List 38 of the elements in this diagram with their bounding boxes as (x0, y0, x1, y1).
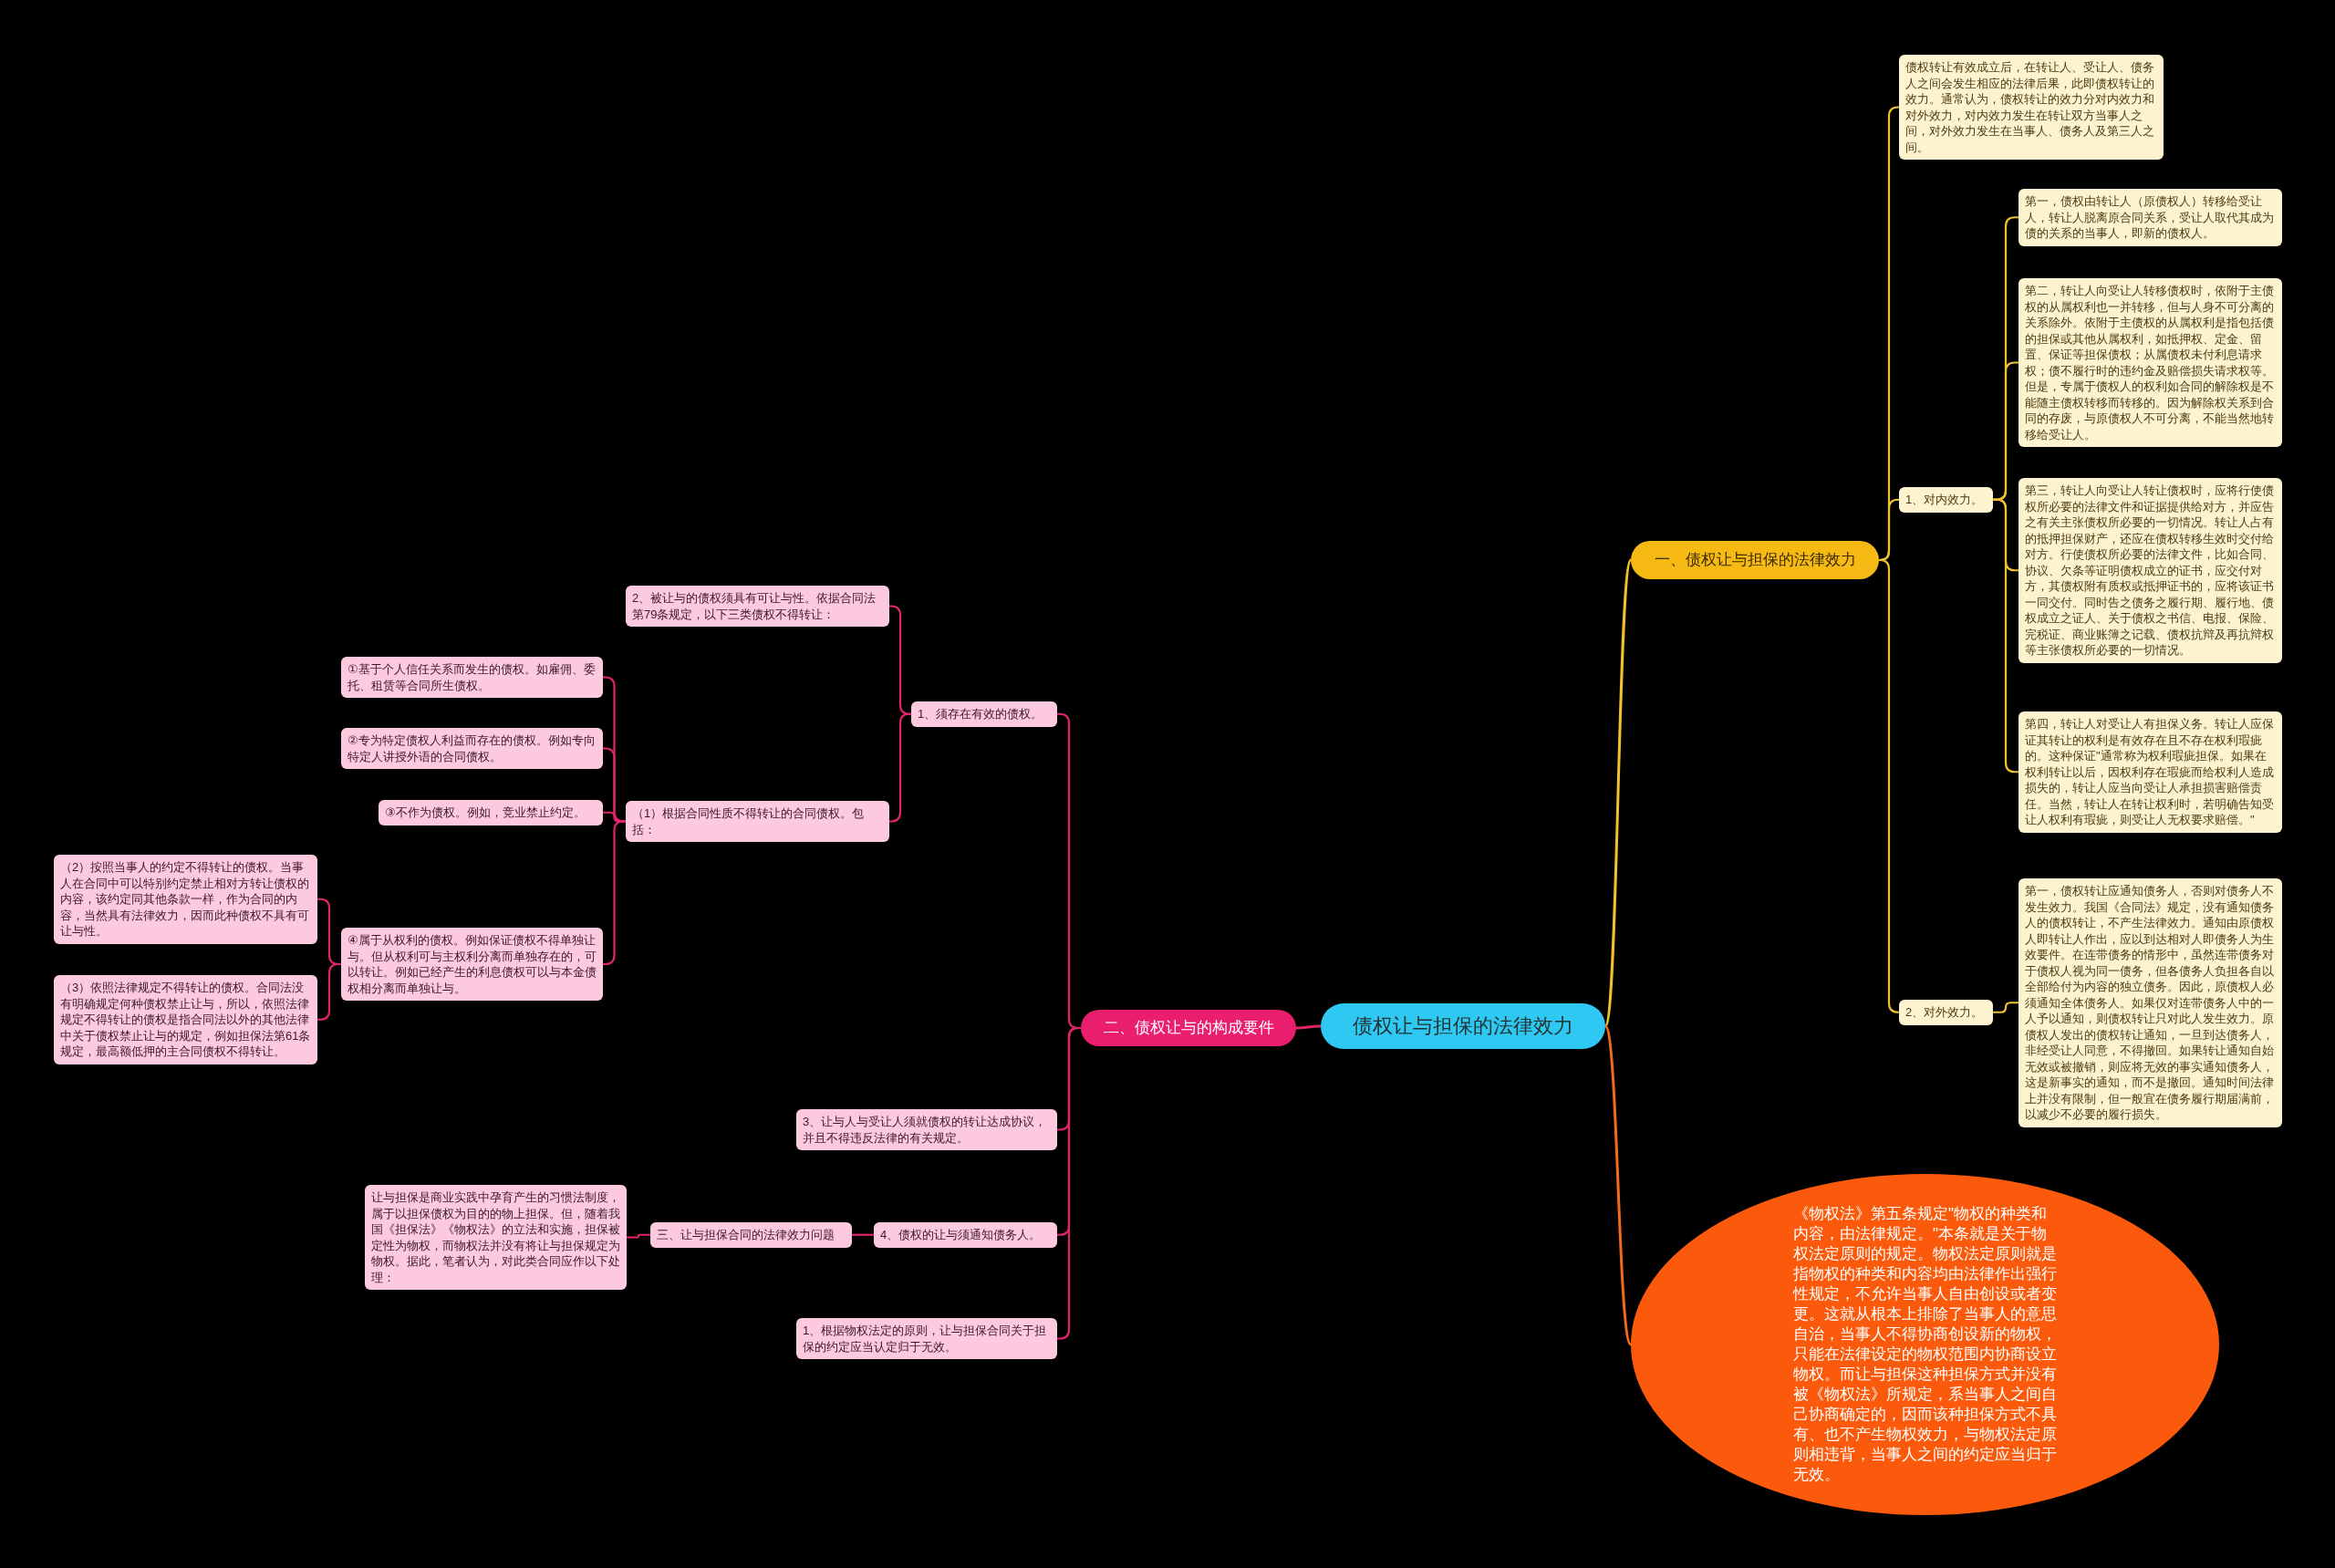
note-box: 第一，债权转让应通知债务人，否则对债务人不发生效力。我国《合同法》规定，没有通知债务人的债权转让，不产生法律效力。通知由原债权人即转让人作出，应以到达相对人即债务人为生效要件。在连带债务的情形中，虽然连带债务对于债权人视为同一债务，但各债务人负担各自以全部给付为内容的独立债务。因此，原债权人必须通知全体债务人。如果仅对连带债务人中的一人予以通知，则债权转让只对此人发生效力。原债权人发出的债权转让通知，一旦到达债务人，非经受让人同意，不得撤回。如果转让通知自始无效或被撤销，则应将无效的事实通知债务人，这是新事实的通知，而不是撤回。通知时间法律上并没有限制，但一般宜在债务履行期届满前，以减少不必要的履行损失。 (2018, 878, 2282, 1127)
note-box: 2、被让与的债权须具有可让与性。依据合同法第79条规定，以下三类债权不得转让： (626, 586, 889, 627)
note-box: 第二，转让人向受让人转移债权时，依附于主债权的从属权利也一并转移，但与人身不可分离的关系除外。依附于主债权的从属权利是指包括债的担保或其他从属权利，如抵押权、定金、留置、保证等担保债权；从属债权未付利息请求权；债不履行时的违约金及赔偿损失请求权等。但是，专属于债权人的权利如合同的解除权是不能随主债权转移而转移的。因为解除权关系到合同的存废，与原债权人不可分离，不能当然地转移给受让人。 (2018, 278, 2282, 447)
note-box: ③不作为债权。例如，竞业禁止约定。 (379, 800, 603, 826)
connector-line (1057, 1026, 1081, 1340)
note-box: 3、让与人与受让人须就债权的转让达成协议，并且不得违反法律的有关规定。 (796, 1109, 1057, 1150)
connector-line (889, 605, 911, 715)
note-box: 三、让与担保合同的法律效力问题 (650, 1222, 852, 1248)
note-box: 4、债权的让与须通知债务人。 (874, 1222, 1057, 1248)
connector-line (1878, 558, 1900, 1013)
connector-line (627, 1233, 650, 1239)
note-ellipse: 《物权法》第五条规定"物权的种类和内容，由法律规定。"本条就是关于物权法定原则的规定。物权法定原则就是指物权的种类和内容均由法律作出强行性规定，不允许当事人自由创设或者变更。这就从根本上排除了当事人的意思自治，当事人不得协商创设新的物权，只能在法律设定的物权范围内协商设立物权。而让与担保这种担保方式并没有被《物权法》所规定，系当事人之间自己协商确定的，因而该种担保方式不具有、也不产生物权效力，与物权法定原则相违背，当事人之间的约定应当归于无效。 (1631, 1174, 2219, 1515)
connector-line (1603, 1025, 1633, 1345)
connector-line (1993, 1002, 2018, 1013)
note-box: （1）根据合同性质不得转让的合同债权。包括： (626, 801, 889, 842)
note-box: 债权转让有效成立后，在转让人、受让人、债务人之间会发生相应的法律后果，此即债权转让的效力。通常认为，债权转让的效力分对内效力和对外效力，对内效力发生在转让双方当事人之间，对外效力发生在当事人、债务人及第三人之间。 (1899, 55, 2164, 160)
note-box: 1、对内效力。 (1899, 487, 1993, 513)
note-box: 1、根据物权法定的原则，让与担保合同关于担保的约定应当认定归于无效。 (796, 1318, 1057, 1359)
note-box: ④属于从权利的债权。例如保证债权不得单独让与。但从权利可与主权利分离而单独存在的，可以转让。例如已经产生的利息债权可以与本金债权相分离而单独让与。 (341, 928, 603, 1001)
note-box: ①基于个人信任关系而发生的债权。如雇佣、委托、租赁等合同所生债权。 (341, 657, 603, 698)
note-box: 第四，转让人对受让人有担保义务。转让人应保证其转让的权利是有效存在且不存在权利瑕疵的。这种保证"通常称为权利瑕疵担保。如果在权利转让以后，因权利存在瑕疵而给权利人造成损失的，转让人应当向受让人承担损害赔偿责任。当然，转让人在转让权利时，若明确告知受让人权利有瑕疵，则受让人无权要求赔偿。" (2018, 711, 2282, 833)
branch-topic: 一、债权让与担保的法律效力 (1631, 541, 1879, 579)
central-topic: 债权让与担保的法律效力 (1321, 1003, 1605, 1049)
note-box: 2、对外效力。 (1899, 1000, 1993, 1025)
connector-line (852, 1233, 874, 1236)
connector-line (1296, 1024, 1321, 1030)
note-box: 让与担保是商业实践中孕育产生的习惯法制度，属于以担保债权为目的的物上担保。但，随着我国《担保法》《物权法》的立法和实施，担保被定性为物权，而物权法并没有将让与担保规定为物权。据此，笔者认为，对此类合同应作以下处理： (365, 1185, 627, 1290)
note-box: 第三，转让人向受让人转让债权时，应将行使债权所必要的法律文件和证据提供给对方，并应告之有关主张债权所必要的一切情况。转让人占有的抵押担保财产，还应在债权转移生效时交付给对方。行使债权所必要的法律文件，比如合同、协议、欠条等证明债权成立的证书，应交付对方，其债权附有质权或抵押证书的，应将该证书一同交付。同时告之债务之履行期、履行地、债权成立之证人、关于债权之书信、电报、保险、完税证、商业账簿之记载、债权抗辩及再抗辩权等主张债权所必要的一切情况。 (2018, 478, 2282, 663)
connector-line (603, 820, 626, 966)
branch-topic: 二、债权让与的构成要件 (1081, 1010, 1296, 1046)
note-box: ②专为特定债权人利益而存在的债权。例如专向特定人讲授外语的合同债权。 (341, 728, 603, 769)
note-box: 第一，债权由转让人（原债权人）转移给受让人，转让人脱离原合同关系，受让人取代其成为债的关系的当事人，即新的债权人。 (2018, 189, 2282, 246)
connector-line (1603, 559, 1633, 1027)
note-box: 1、须存在有效的债权。 (911, 701, 1057, 727)
connector-line (317, 962, 341, 1021)
connector-line (889, 712, 911, 823)
note-box: （2）按照当事人的约定不得转让的债权。当事人在合同中可以特别约定禁止相对方转让债权的内容，该约定同其他条款一样，作为合同的内容，当然具有法律效力，因而此种债权不具有可让与性。 (54, 855, 317, 944)
note-box: （3）依照法律规定不得转让的债权。合同法没有明确规定何种债权禁止让与，所以，依照法律规定不得转让的债权是指合同法以外的其他法律中关于债权禁止让与的规定，例如担保法第61条规定，最高额低押的主合同债权不得转让。 (54, 975, 317, 1064)
